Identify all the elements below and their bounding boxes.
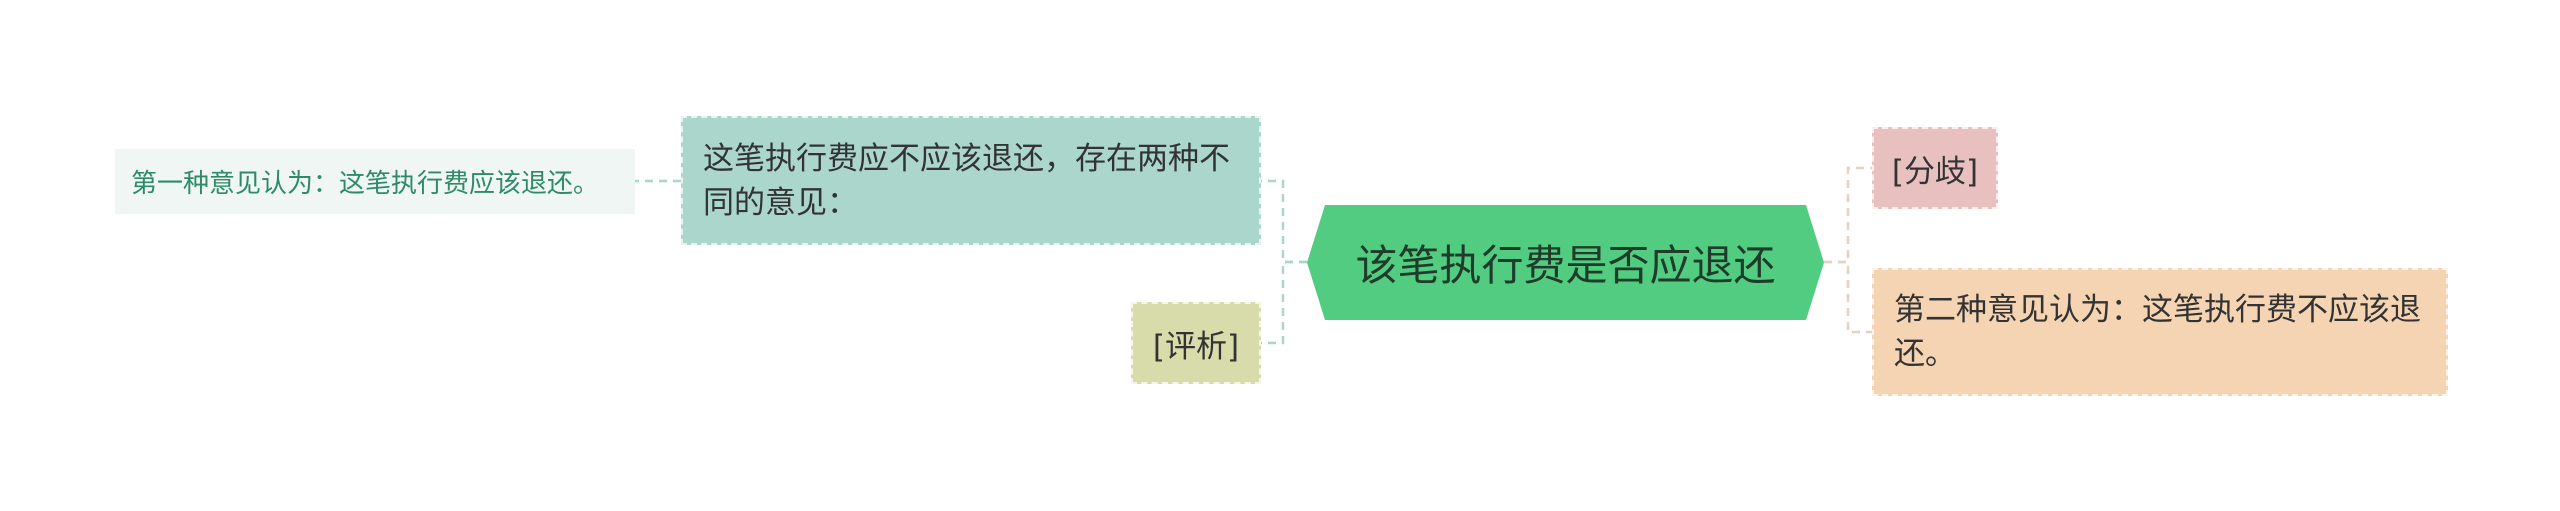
central-topic-node[interactable]: 该笔执行费是否应退还 (1307, 205, 1824, 320)
analysis-node[interactable]: [评析] (1131, 302, 1261, 384)
connector-center-to-left-comment (1261, 260, 1307, 345)
left-main-topic-label: 这笔执行费应不应该退还，存在两种不同的意见： (703, 140, 1230, 221)
first-opinion-node[interactable]: 第一种意见认为：这笔执行费应该退还。 (115, 149, 635, 214)
second-opinion-label: 第二种意见认为：这笔执行费不应该退还。 (1894, 292, 2421, 372)
connector-center-to-left-main (1261, 179, 1307, 264)
central-topic-hexagon (1307, 205, 1824, 320)
central-topic-label: 该笔执行费是否应退还 (1355, 241, 1776, 290)
connector-center-to-right-opinion (1824, 260, 1872, 334)
central-topic-shape (1307, 205, 1824, 320)
divergence-label: [分歧] (1891, 153, 1979, 190)
connector-center-to-right-diverge (1824, 166, 1872, 264)
first-opinion-label: 第一种意见认为：这笔执行费应该退还。 (131, 169, 600, 199)
left-main-topic-node[interactable]: 这笔执行费应不应该退还，存在两种不同的意见： (681, 116, 1261, 245)
analysis-label: [评析] (1152, 328, 1240, 365)
second-opinion-node[interactable]: 第二种意见认为：这笔执行费不应该退还。 (1872, 268, 2448, 396)
divergence-node[interactable]: [分歧] (1872, 127, 1998, 209)
